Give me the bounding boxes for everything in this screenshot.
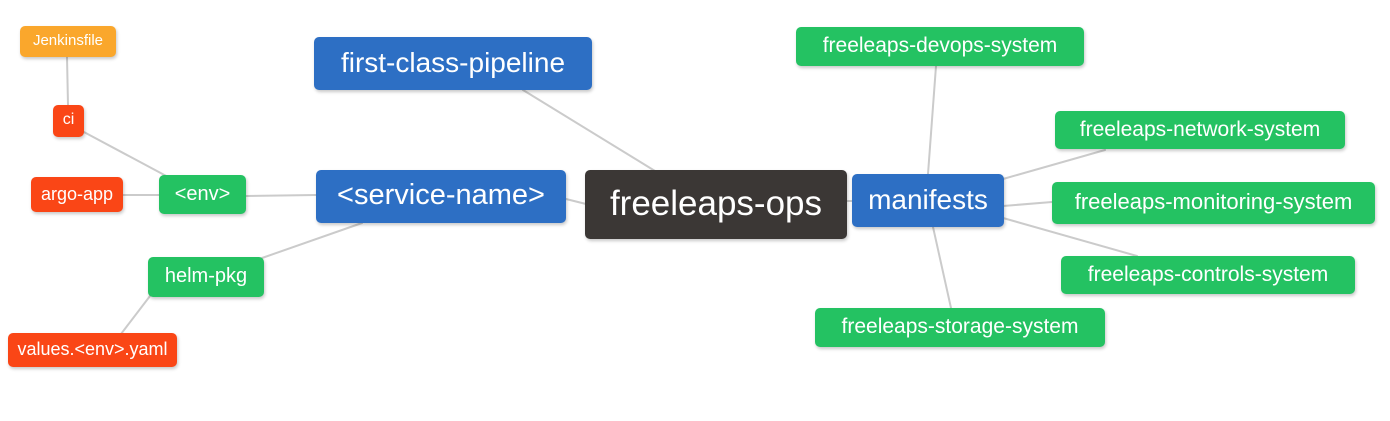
node-freeleaps-devops-system[interactable]: freeleaps-devops-system [796,27,1084,66]
node-label: freeleaps-devops-system [822,34,1058,57]
node-service-name[interactable]: <service-name> [316,170,566,223]
edge-helm-pkg-to-values-env-yaml [120,295,151,335]
node-freeleaps-monitoring-system[interactable]: freeleaps-monitoring-system [1052,182,1375,224]
edge-ci-to-env [81,130,171,179]
node-label: freeleaps-controls-system [1087,262,1329,286]
node-label: manifests [868,183,988,215]
edge-jenkinsfile-to-ci [66,56,69,106]
edge-first-class-pipeline-to-freeleaps-ops [522,89,656,172]
node-first-class-pipeline[interactable]: first-class-pipeline [314,37,592,90]
node-freeleaps-controls-system[interactable]: freeleaps-controls-system [1061,256,1355,294]
edge-manifests-to-freeleaps-network-system [1002,149,1106,180]
node-label: argo-app [40,183,114,204]
edge-service-name-to-freeleaps-ops [565,198,587,205]
node-label: freeleaps-storage-system [841,315,1079,338]
edge-manifests-to-freeleaps-devops-system [927,65,937,175]
node-label: freeleaps-ops [609,184,823,223]
node-label: <service-name> [337,179,545,211]
node-label: freeleaps-network-system [1079,117,1321,141]
node-label: values.<env>.yaml [17,339,168,359]
node-freeleaps-storage-system[interactable]: freeleaps-storage-system [815,308,1105,347]
node-ci[interactable]: ci [53,105,84,137]
node-jenkinsfile[interactable]: Jenkinsfile [20,26,116,57]
edge-env-to-service-name [245,194,317,197]
edge-manifests-to-freeleaps-monitoring-system [1002,201,1053,207]
node-label: helm-pkg [164,265,248,287]
edge-service-name-to-helm-pkg [261,222,363,259]
node-helm-pkg[interactable]: helm-pkg [148,257,264,297]
node-env[interactable]: <env> [159,175,246,214]
node-argo-app[interactable]: argo-app [31,177,123,212]
node-label: freeleaps-monitoring-system [1074,189,1353,214]
edge-manifests-to-freeleaps-storage-system [932,226,952,309]
node-manifests[interactable]: manifests [852,174,1004,227]
node-freeleaps-ops[interactable]: freeleaps-ops [585,170,847,239]
node-label: <env> [174,182,231,205]
node-label: first-class-pipeline [340,46,566,78]
node-label: ci [62,111,75,128]
node-freeleaps-network-system[interactable]: freeleaps-network-system [1055,111,1345,149]
node-label: Jenkinsfile [32,32,104,49]
node-values-env-yaml[interactable]: values.<env>.yaml [8,333,177,367]
edge-manifests-to-freeleaps-controls-system [1002,217,1138,257]
